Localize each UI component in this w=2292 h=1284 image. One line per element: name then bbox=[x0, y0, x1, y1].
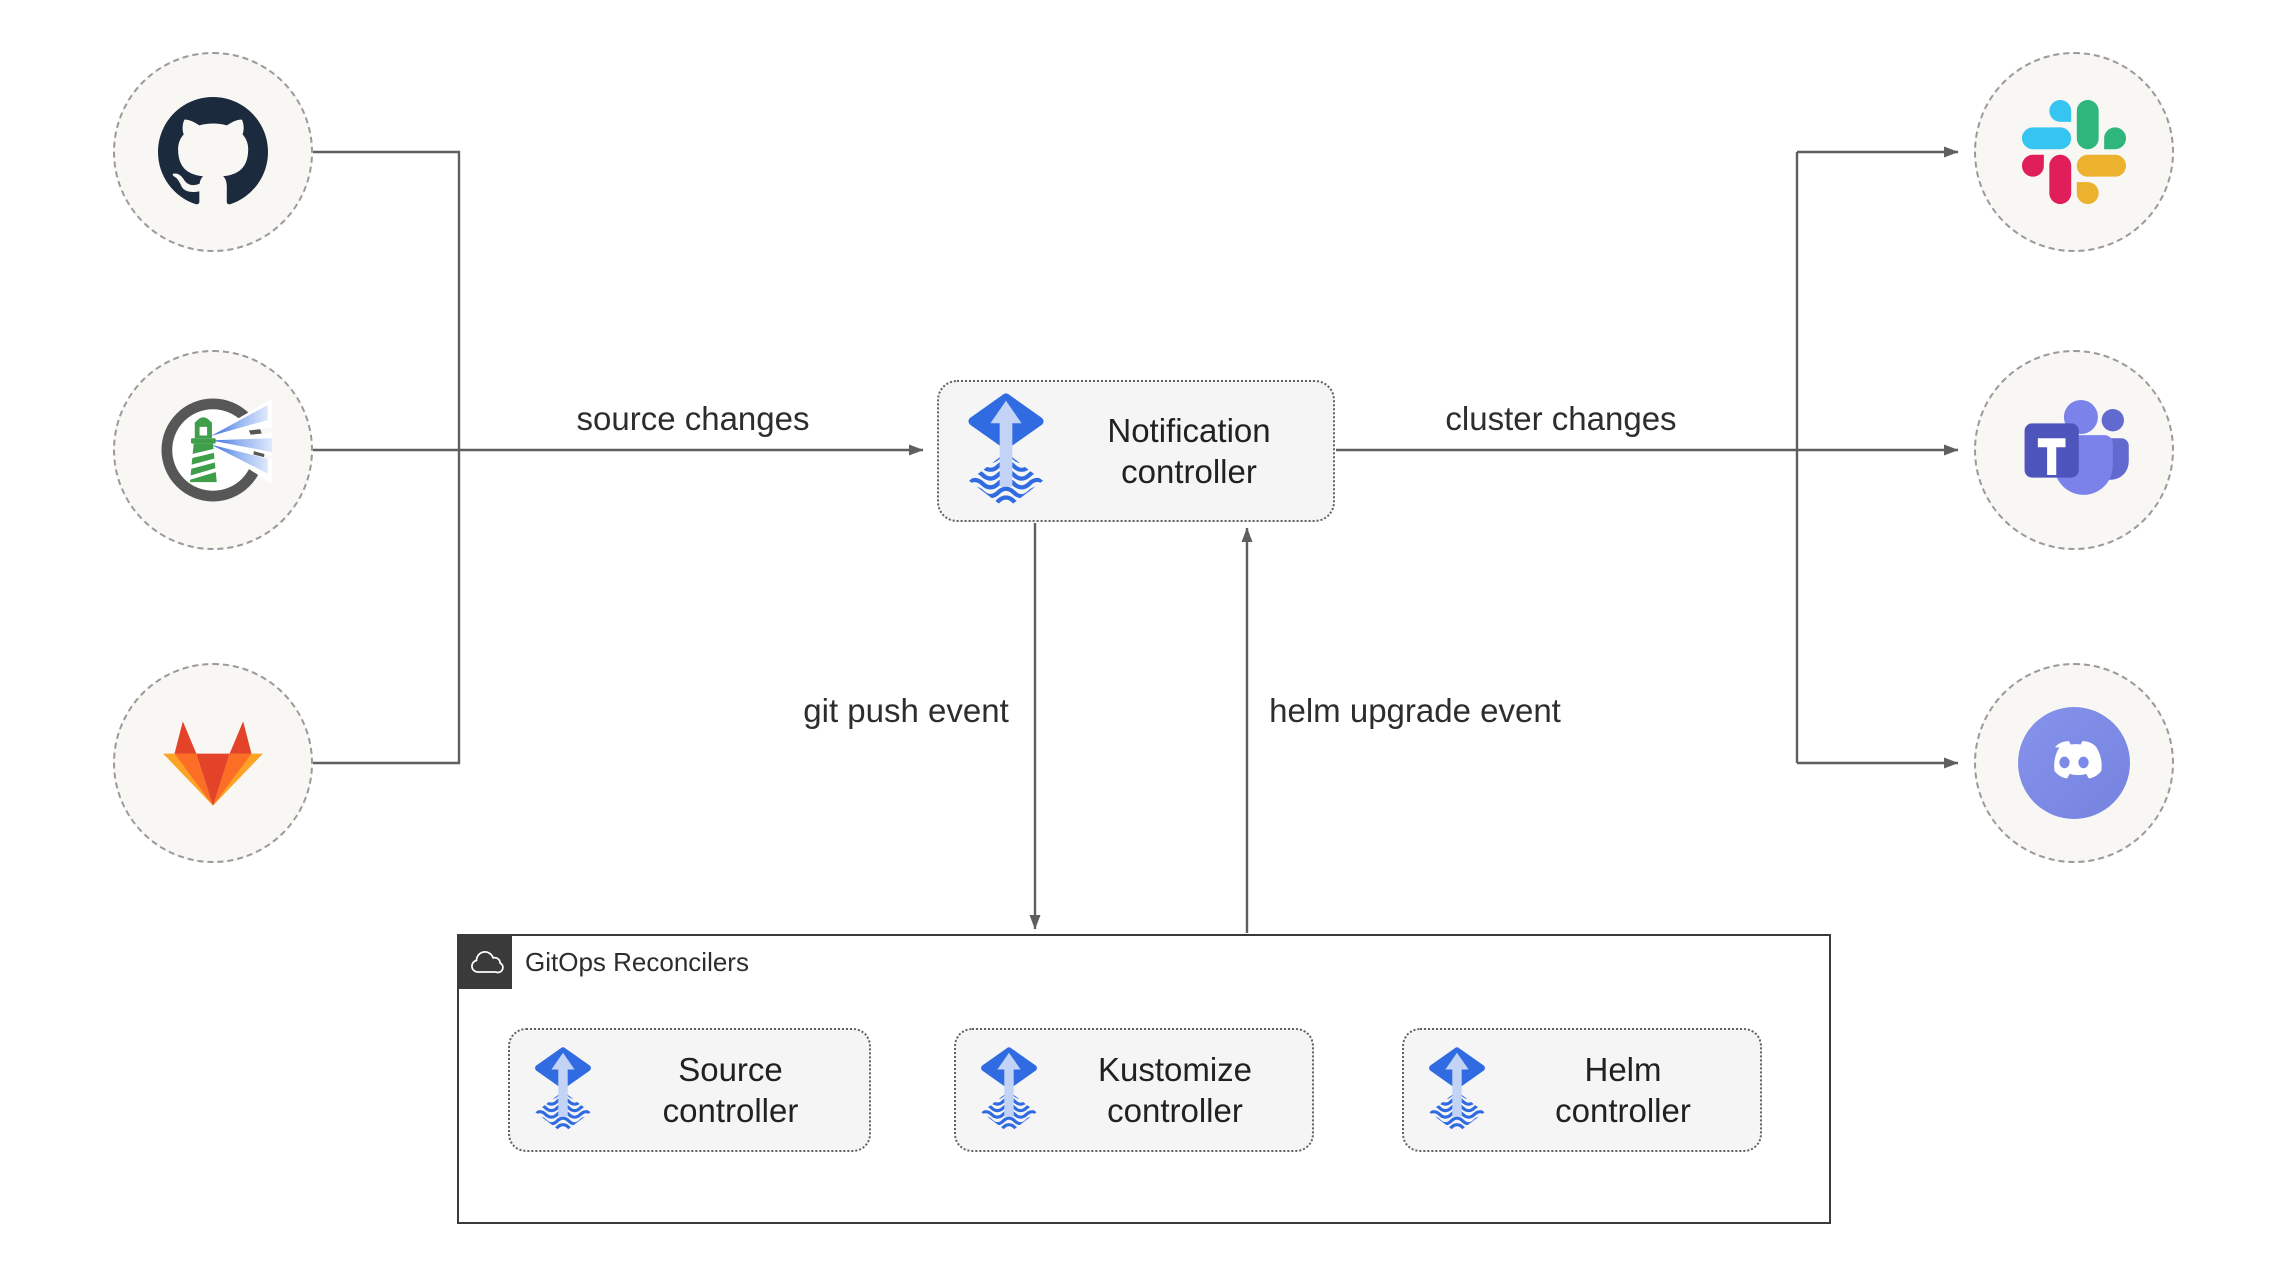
teams-node bbox=[1974, 350, 2174, 550]
harbor-node bbox=[113, 350, 313, 550]
harbor-icon bbox=[161, 398, 272, 502]
flux-icon bbox=[534, 1047, 592, 1134]
helm-controller-node: Helm controller bbox=[1402, 1028, 1762, 1152]
discord-node bbox=[1974, 663, 2174, 863]
github-node bbox=[113, 52, 313, 252]
source-controller-node: Source controller bbox=[508, 1028, 871, 1152]
slack-icon bbox=[2022, 100, 2126, 204]
gitops-reconcilers-group: GitOps Reconcilers Source controller Kus… bbox=[457, 934, 1831, 1224]
flux-icon bbox=[980, 1047, 1038, 1134]
gitlab-node bbox=[113, 663, 313, 863]
kustomize-controller-text: Kustomize controller bbox=[1097, 1051, 1253, 1129]
flux-icon bbox=[967, 393, 1045, 510]
edge-github-to-junction bbox=[313, 150, 461, 765]
gitops-reconcilers-title: GitOps Reconcilers bbox=[525, 947, 749, 977]
gitlab-icon bbox=[163, 721, 263, 806]
kustomize-controller-node: Kustomize controller bbox=[954, 1028, 1314, 1152]
notification-controller-label: Notification controller bbox=[1045, 410, 1333, 492]
discord-icon bbox=[2018, 707, 2130, 819]
helm-controller-text: Helm controller bbox=[1555, 1051, 1691, 1129]
source-controller-label: Source controller bbox=[592, 1049, 869, 1131]
group-tag bbox=[459, 936, 512, 989]
github-icon bbox=[158, 97, 268, 205]
notification-controller-node: Notification controller bbox=[937, 380, 1335, 522]
notification-controller-text: Notification controller bbox=[1107, 412, 1271, 490]
edge-label-helm-upgrade-event: helm upgrade event bbox=[1269, 692, 1561, 729]
edge-label-cluster-changes: cluster changes bbox=[1445, 400, 1677, 437]
kustomize-controller-label: Kustomize controller bbox=[1038, 1049, 1312, 1131]
edge-label-source-changes: source changes bbox=[576, 400, 810, 437]
source-controller-text: Source controller bbox=[662, 1051, 799, 1129]
slack-node bbox=[1974, 52, 2174, 252]
cloud-icon bbox=[470, 951, 504, 974]
edge-label-git-push-event: git push event bbox=[803, 692, 1009, 729]
microsoft-teams-icon bbox=[2024, 399, 2129, 495]
flux-icon bbox=[1428, 1047, 1486, 1134]
helm-controller-label: Helm controller bbox=[1486, 1049, 1760, 1131]
